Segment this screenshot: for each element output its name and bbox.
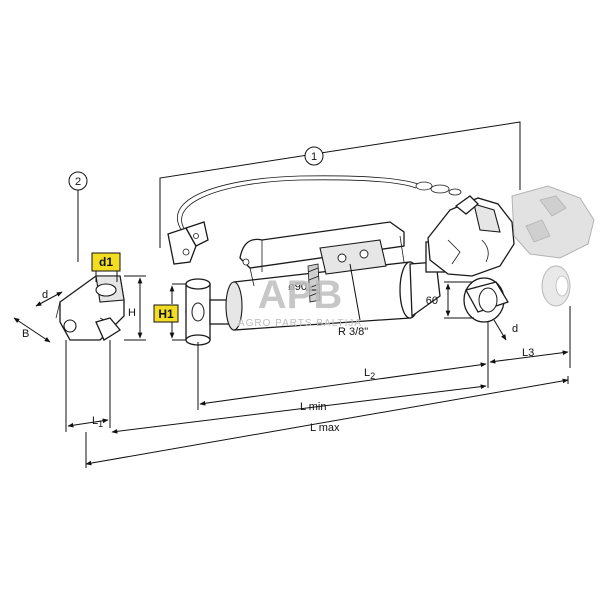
ball-height-H1: H1: [153, 283, 186, 341]
H1-label: H1: [158, 307, 174, 321]
quick-coupler-hook: [427, 195, 515, 277]
callout-1-text: 1: [311, 151, 317, 163]
bore-label: ø90: [288, 281, 307, 293]
ball-60-label: 60: [426, 295, 438, 307]
watermark: APB AGRO PARTS BALTIJA: [238, 273, 362, 329]
Lmax-label: L max: [310, 422, 340, 434]
d1-label: d1: [99, 255, 113, 269]
L1-label: L1: [92, 415, 103, 429]
dimension-Lmin: L min: [111, 384, 487, 434]
fork-d-label: d: [42, 289, 48, 301]
tractor-coupling-photo: [511, 185, 595, 307]
fork-dimension-H: H: [124, 275, 146, 341]
watermark-logo: APB: [258, 273, 342, 317]
callout-2: 2: [68, 171, 88, 262]
fork-B-label: B: [22, 328, 29, 340]
fork-H-label: H: [128, 307, 136, 319]
port-label-group: R 3/8": [338, 263, 368, 338]
ball-socket: [463, 277, 509, 323]
port-label: R 3/8": [338, 326, 368, 338]
safety-cable: [167, 175, 462, 265]
L2-label: L2: [364, 367, 375, 381]
hydraulic-cylinder: [185, 221, 449, 346]
H1-highlight-box: [153, 304, 179, 323]
callout-1: 1: [304, 146, 324, 166]
ball-d-label: d: [512, 323, 518, 335]
bore-label-group: ø90: [288, 281, 318, 293]
dimension-L3: L3: [489, 347, 569, 364]
ball-dimension-60: 60: [426, 281, 474, 319]
fork-end: [55, 275, 125, 341]
pin-diameter-d1: d1: [91, 252, 121, 282]
watermark-tagline: AGRO PARTS BALTIJA: [238, 318, 362, 329]
d1-highlight-box: [91, 252, 121, 272]
fork-dimension-B: B: [13, 317, 51, 343]
dimension-Lmax: L max: [85, 376, 569, 468]
dimension-L1: L1: [67, 415, 109, 429]
Lmin-label: L min: [300, 401, 327, 413]
dimension-L2: L2: [199, 362, 487, 406]
fork-dimension-d: d: [35, 289, 63, 307]
callout-2-text: 2: [75, 176, 81, 188]
L3-label: L3: [522, 347, 534, 359]
ball-dimension-d: d: [493, 319, 518, 341]
